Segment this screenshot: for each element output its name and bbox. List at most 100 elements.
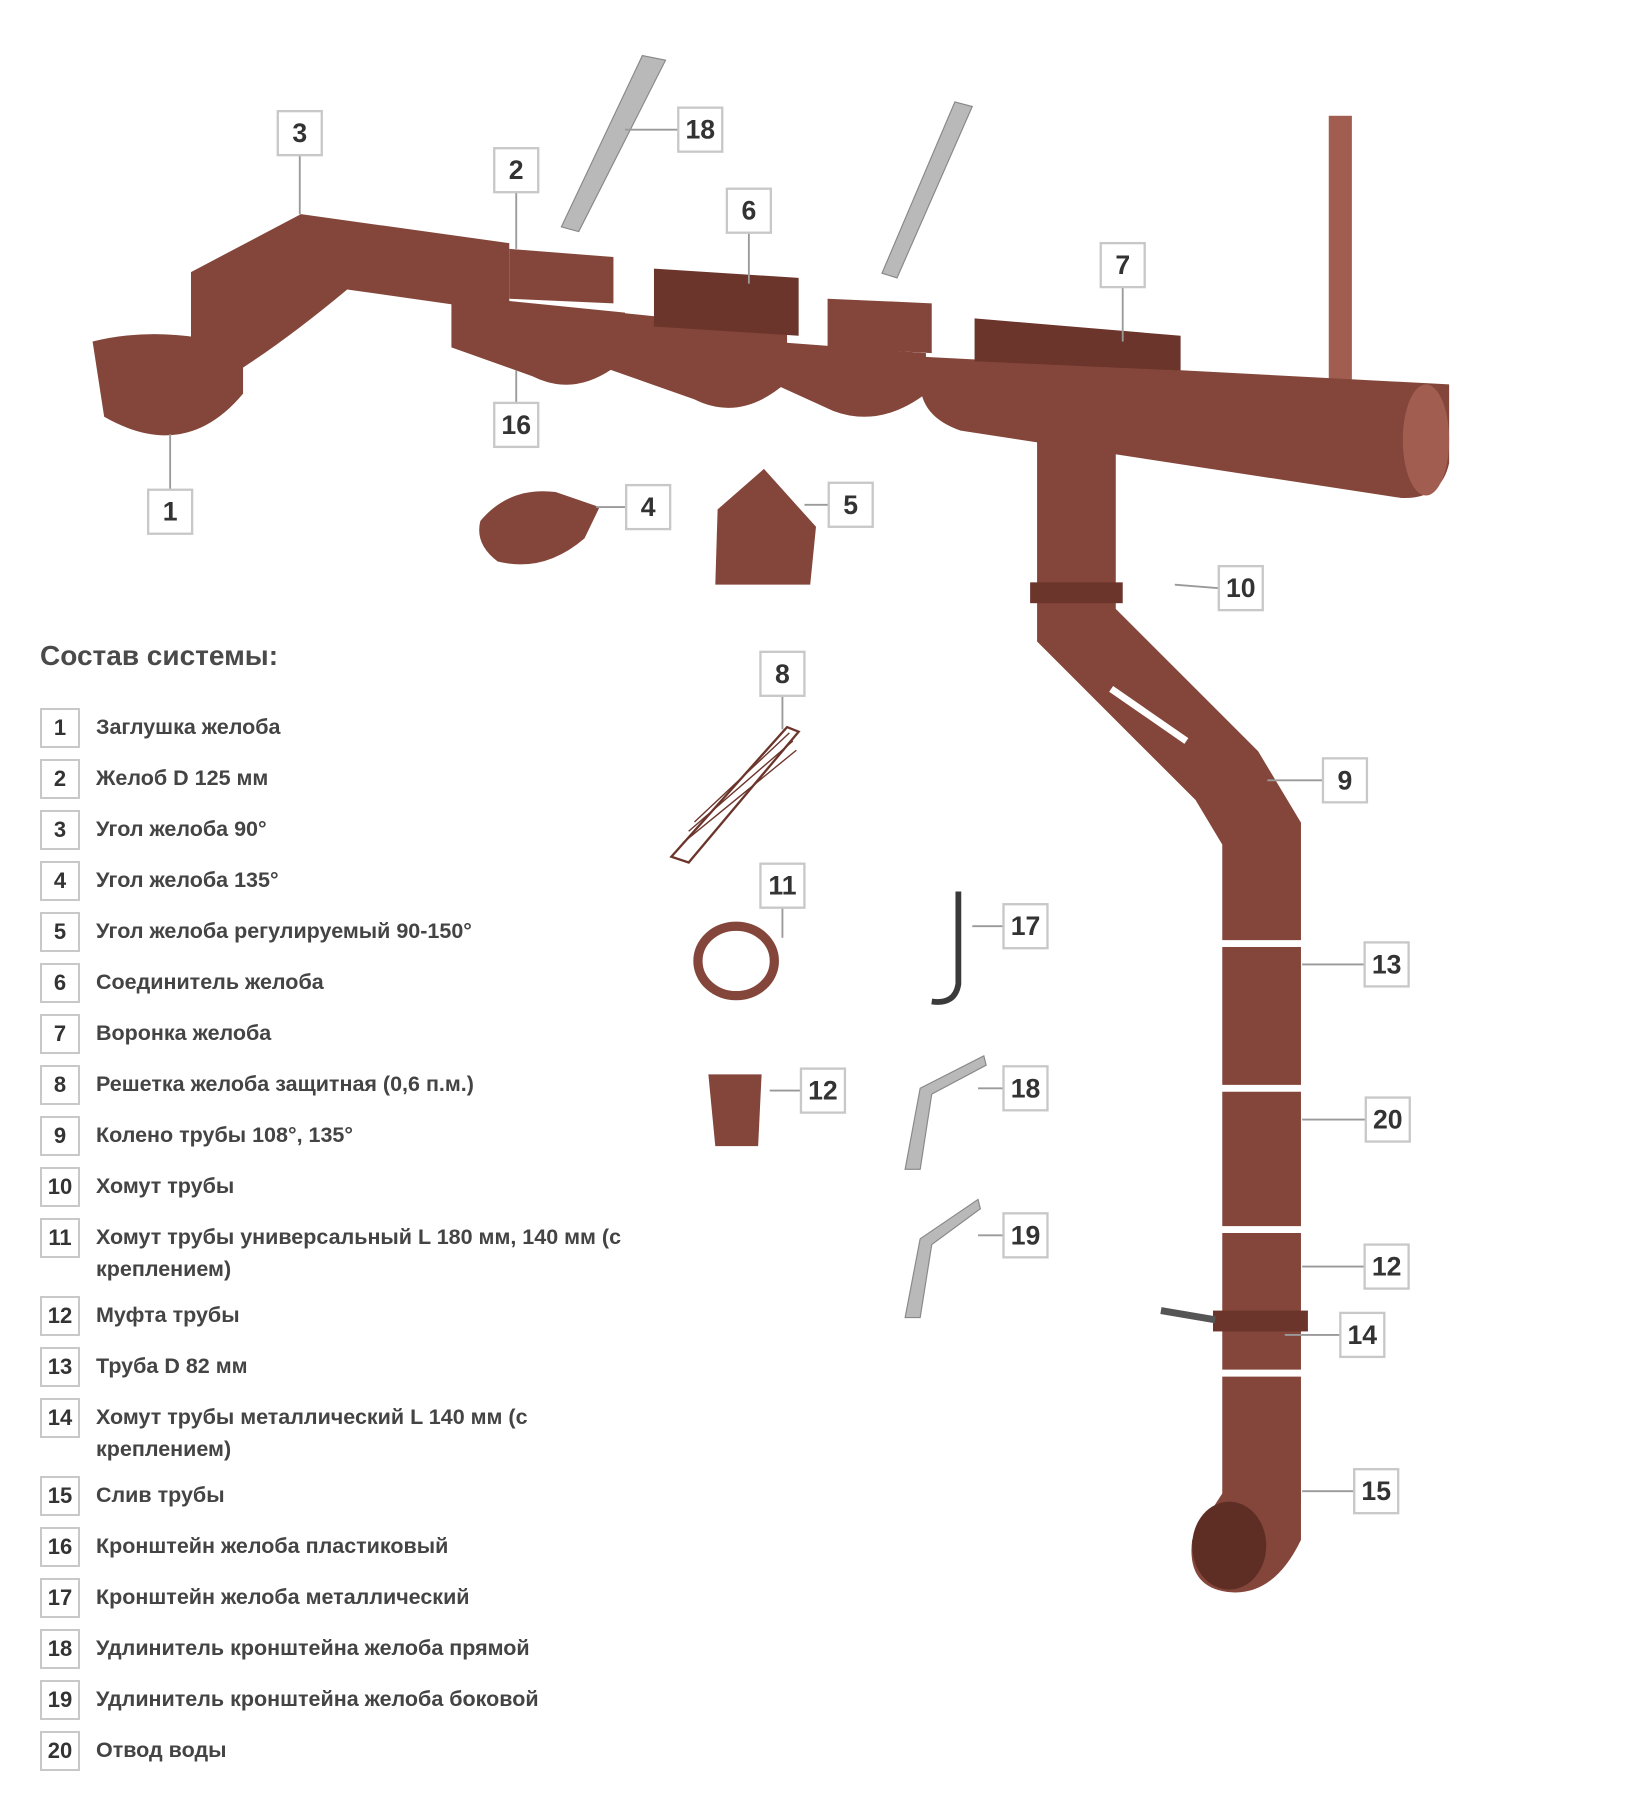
legend-item: 8 Решетка желоба защитная (0,6 п.м.) <box>40 1065 640 1105</box>
gutter-corner-adjustable <box>715 468 816 585</box>
legend-item-label: Труба D 82 мм <box>96 1354 248 1378</box>
legend-item: 2 Желоб D 125 мм <box>40 759 640 799</box>
svg-text:11: 11 <box>768 871 796 901</box>
legend-item: 19 Удлинитель кронштейна желоба боковой <box>40 1680 640 1720</box>
legend-item-label: Удлинитель кронштейна желоба прямой <box>96 1636 530 1660</box>
legend-title: Состав системы: <box>40 640 279 671</box>
legend-item-number: 7 <box>40 1014 80 1054</box>
legend-item: 10 Хомут трубы <box>40 1167 640 1207</box>
legend-item-number: 18 <box>40 1629 80 1669</box>
grid-mesh <box>682 732 797 844</box>
callout-11: 11 <box>759 862 806 909</box>
pipe-clamp-metal <box>1213 1310 1308 1332</box>
legend-item-label: Удлинитель кронштейна желоба боковой <box>96 1687 539 1711</box>
legend-item-number: 16 <box>40 1527 80 1567</box>
svg-text:4: 4 <box>641 492 656 522</box>
pipe-gap <box>1109 686 1189 744</box>
pipe-coupling <box>708 1074 762 1147</box>
legend-item-number: 8 <box>40 1065 80 1105</box>
svg-text:6: 6 <box>741 196 756 226</box>
legend-item-label: Решетка желоба защитная (0,6 п.м.) <box>96 1072 474 1096</box>
legend-item-label: Муфта трубы <box>96 1303 240 1327</box>
callout-12: 12 <box>799 1067 847 1114</box>
callout-18: 18 <box>677 106 724 153</box>
svg-text:2: 2 <box>509 155 524 185</box>
legend-item-label: Колено трубы 108°, 135° <box>96 1123 353 1147</box>
legend-item-number: 15 <box>40 1476 80 1516</box>
svg-text:16: 16 <box>501 410 531 440</box>
bracket-extender-side <box>904 1198 982 1319</box>
legend-item-number: 19 <box>40 1680 80 1720</box>
svg-text:3: 3 <box>292 118 307 148</box>
callout-15: 15 <box>1353 1468 1400 1515</box>
legend-item-label: Желоб D 125 мм <box>96 766 269 790</box>
callout-2: 2 <box>493 147 540 194</box>
legend-item: 9 Колено трубы 108°, 135° <box>40 1116 640 1156</box>
svg-text:19: 19 <box>1011 1220 1041 1250</box>
callout-16: 16 <box>493 401 540 449</box>
legend-item-number: 2 <box>40 759 80 799</box>
svg-text:14: 14 <box>1348 1320 1378 1350</box>
callout-10: 10 <box>1217 564 1264 612</box>
svg-text:18: 18 <box>1011 1073 1041 1103</box>
pipe-clamp <box>1030 582 1123 604</box>
legend-item-label: Угол желоба 90° <box>96 817 267 841</box>
callout-9: 9 <box>1321 757 1369 804</box>
callout-7: 7 <box>1099 241 1146 289</box>
legend-item: 7 Воронка желоба <box>40 1014 640 1054</box>
gutter-connector <box>653 268 799 336</box>
legend-item-number: 4 <box>40 861 80 901</box>
callout-5: 5 <box>827 481 874 528</box>
legend-item-number: 9 <box>40 1116 80 1156</box>
callout-18: 18 <box>1002 1065 1049 1112</box>
callout-3: 3 <box>276 109 323 157</box>
legend-item-label: Отвод воды <box>96 1738 227 1762</box>
legend-item-number: 14 <box>40 1398 80 1438</box>
svg-text:18: 18 <box>685 115 715 145</box>
callout-4: 4 <box>625 483 672 531</box>
callout-14: 14 <box>1339 1311 1386 1359</box>
callout-19: 19 <box>1002 1212 1049 1259</box>
legend-item-label: Хомут трубы универсальный L 180 мм, 140 … <box>96 1225 622 1281</box>
system-components-legend: Состав системы: 1 Заглушка желоба 2 Желоб D… <box>40 640 640 1782</box>
legend-item-label: Хомут трубы <box>96 1174 235 1198</box>
legend-item: 1 Заглушка желоба <box>40 708 640 748</box>
bracket-extenders-top <box>560 54 1352 383</box>
legend-item: 15 Слив трубы <box>40 1476 640 1516</box>
leader-lines <box>169 128 1366 1493</box>
legend-item: 20 Отвод воды <box>40 1731 640 1771</box>
gutter-funnel <box>974 318 1181 371</box>
legend-item-label: Заглушка желоба <box>96 715 281 739</box>
svg-text:8: 8 <box>775 659 790 689</box>
callout-13: 13 <box>1363 941 1410 988</box>
legend-item-number: 17 <box>40 1578 80 1618</box>
legend-item-number: 20 <box>40 1731 80 1771</box>
legend-item-label: Слив трубы <box>96 1483 225 1507</box>
legend-item-number: 6 <box>40 963 80 1003</box>
gutter-corner-90 <box>190 214 510 383</box>
svg-text:12: 12 <box>1372 1252 1402 1282</box>
svg-text:7: 7 <box>1115 250 1130 280</box>
legend-item-number: 1 <box>40 708 80 748</box>
svg-text:1: 1 <box>163 497 178 527</box>
svg-text:20: 20 <box>1373 1105 1403 1135</box>
callout-6: 6 <box>725 187 773 234</box>
legend-item-label: Воронка желоба <box>96 1021 272 1045</box>
legend-item: 5 Угол желоба регулируемый 90-150° <box>40 912 640 952</box>
legend-item-number: 5 <box>40 912 80 952</box>
svg-text:10: 10 <box>1226 573 1256 603</box>
legend-item-number: 10 <box>40 1167 80 1207</box>
legend-item-label: Угол желоба регулируемый 90-150° <box>96 919 472 943</box>
callout-20: 20 <box>1364 1096 1411 1143</box>
